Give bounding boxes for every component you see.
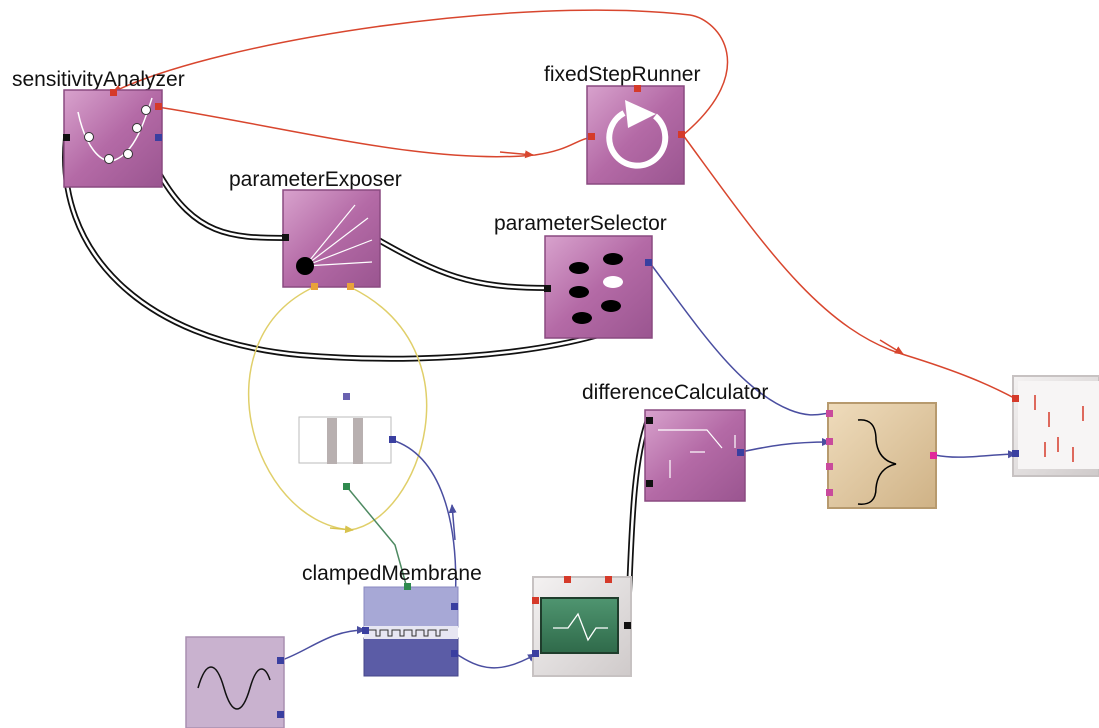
port-pink[interactable] <box>826 489 833 496</box>
port-red[interactable] <box>110 89 117 96</box>
port-black[interactable] <box>646 417 653 424</box>
block-plot-output[interactable] <box>1012 375 1099 477</box>
bus-wire-analyzer-to-exposer[interactable] <box>157 173 286 241</box>
port-black[interactable] <box>624 622 631 629</box>
block-sine-source[interactable] <box>185 636 285 728</box>
port-green[interactable] <box>343 483 350 490</box>
port-red[interactable] <box>588 133 595 140</box>
port-blue[interactable] <box>277 657 284 664</box>
membrane-icon <box>364 626 458 639</box>
wire-blue-capacitor-to-membrane[interactable] <box>391 439 457 608</box>
block-label: differenceCalculator <box>582 381 768 404</box>
wire-red-arrow-plot <box>879 339 904 355</box>
port-blue[interactable] <box>451 603 458 610</box>
bus-wire-exposer-to-selector[interactable] <box>373 235 549 291</box>
port-orange[interactable] <box>311 283 318 290</box>
block-oscilloscope[interactable] <box>532 576 632 677</box>
wire-blue-membrane-to-scope[interactable] <box>454 652 537 669</box>
block-fixed-step-runner[interactable]: fixedStepRunner <box>544 63 700 185</box>
port-green[interactable] <box>404 583 411 590</box>
block-label: fixedStepRunner <box>544 63 700 86</box>
port-red[interactable] <box>1012 395 1019 402</box>
block-brace-combiner[interactable] <box>826 402 937 509</box>
block-label: sensitivityAnalyzer <box>12 68 185 91</box>
loop-arrow-icon <box>606 100 669 169</box>
port-red[interactable] <box>532 597 539 604</box>
block-parameter-selector[interactable]: parameterSelector <box>494 212 667 339</box>
wire-blue-arrow-membrane <box>448 504 457 541</box>
block-label: clampedMembrane <box>302 562 482 585</box>
port-red[interactable] <box>605 576 612 583</box>
port-blue[interactable] <box>277 711 284 718</box>
port-pink[interactable] <box>826 438 833 445</box>
block-capacitor[interactable] <box>298 393 396 490</box>
wire-red-analyzer-to-runner[interactable] <box>157 106 593 158</box>
block-label: parameterExposer <box>229 168 402 191</box>
wire-red-runner-to-plot[interactable] <box>682 134 1017 400</box>
fan-lines-icon <box>296 204 373 275</box>
wire-red-loop-top[interactable] <box>112 9 729 136</box>
port-blue[interactable] <box>343 393 350 400</box>
port-blue[interactable] <box>532 650 539 657</box>
port-black[interactable] <box>646 480 653 487</box>
curve-fit-icon <box>77 97 153 164</box>
port-black[interactable] <box>282 234 289 241</box>
block-parameter-exposer[interactable]: parameterExposer <box>229 168 402 290</box>
wire-red-arrow-mid <box>499 150 534 159</box>
wire-green-capacitor-to-membrane[interactable] <box>346 486 408 589</box>
port-black[interactable] <box>544 285 551 292</box>
oscilloscope-icon <box>540 597 619 654</box>
connections <box>62 9 1017 669</box>
curly-brace-icon <box>857 419 897 505</box>
block-label: parameterSelector <box>494 212 667 235</box>
port-blue[interactable] <box>645 259 652 266</box>
block-clamped-membrane[interactable]: clampedMembrane <box>302 562 482 677</box>
block-difference-calculator[interactable]: differenceCalculator <box>582 381 768 502</box>
block-sensitivity-analyzer[interactable]: sensitivityAnalyzer <box>12 68 185 188</box>
port-red[interactable] <box>564 576 571 583</box>
port-blue[interactable] <box>451 650 458 657</box>
wire-blue-combiner-to-plot[interactable] <box>934 450 1017 459</box>
capacitor-icon <box>327 418 363 464</box>
port-pink[interactable] <box>930 452 937 459</box>
dots-selector-icon <box>569 253 623 324</box>
port-blue[interactable] <box>1012 450 1019 457</box>
step-difference-icon <box>658 429 736 478</box>
port-black[interactable] <box>63 134 70 141</box>
wire-yellow-exposer-loop[interactable] <box>248 286 428 531</box>
tick-plot-icon <box>1034 395 1084 462</box>
bus-wire-selector-loop[interactable] <box>62 137 650 362</box>
wire-blue-selector-to-combiner[interactable] <box>649 262 831 416</box>
port-red[interactable] <box>634 85 641 92</box>
wire-blue-diff-to-combiner[interactable] <box>740 438 831 453</box>
wire-blue-sine-to-membrane[interactable] <box>281 626 366 661</box>
port-red[interactable] <box>155 103 162 110</box>
port-orange[interactable] <box>347 283 354 290</box>
port-blue[interactable] <box>155 134 162 141</box>
port-blue[interactable] <box>362 627 369 634</box>
port-blue[interactable] <box>389 436 396 443</box>
port-pink[interactable] <box>826 463 833 470</box>
port-blue[interactable] <box>737 449 744 456</box>
port-pink[interactable] <box>826 410 833 417</box>
port-red[interactable] <box>678 131 685 138</box>
wire-yellow-arrow <box>329 525 354 534</box>
sine-wave-icon <box>197 666 271 710</box>
